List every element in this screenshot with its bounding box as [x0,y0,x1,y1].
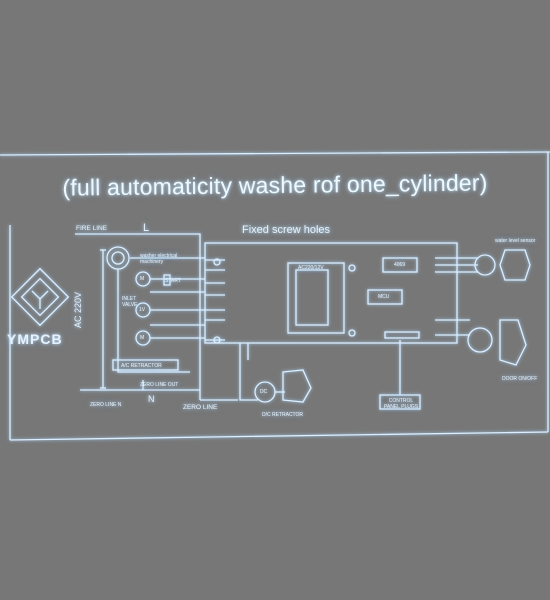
ac-retractor-label: A/C RETRACTOR [121,363,162,369]
chip-4069 [382,257,418,273]
door-on-off-label: DOOR ON/OFF [502,376,538,382]
n-label: N [148,394,155,404]
panel-frame-top [0,151,550,156]
ac-220v-label: AC 220V [73,291,84,329]
brand-name: YMPCB [7,331,63,347]
transformer [287,262,345,334]
chip-mcu [367,289,403,305]
dc-retractor-label: D/C RETRACTOR [262,412,304,418]
capacitor [163,274,171,286]
zero-line-n-label: ZERO LINE N [90,402,122,408]
control-board [204,242,458,344]
washer-motor [106,246,130,270]
washer-machinery-label: washer electrical machinery [140,253,178,265]
mcu-label: MCU [378,294,390,300]
inlet-valve-label: INLET VALVE [122,296,138,308]
water-level-sensor-ring [474,254,496,276]
valve-label: 1V [139,307,146,313]
ac220-12v-label: AC220/12V [298,265,324,271]
door-switch-ring [467,327,493,353]
control-panel-plugs-label: CONTROL PANEL PLUGS [383,398,419,410]
start-label: START [165,278,181,284]
door-switch [499,319,527,366]
control-plug [384,331,420,339]
water-level-sensor-label: water level sensor [495,238,536,244]
panel-frame-bottom [9,431,549,441]
fire-line-wire [75,233,201,400]
fire-line-label: FIRE LINE [76,225,108,232]
zero-line-out-label: ZERO LINE OUT [140,382,179,388]
fixed-screw-holes-label: Fixed screw holes [242,224,331,236]
control-panel-plug [379,394,421,410]
water-level-sensor [499,249,531,281]
m2-label: M [140,335,145,341]
m1-label: M [140,276,145,282]
logo-mark [10,267,70,327]
chip-4069-label: 4069 [394,262,406,268]
l-label: L [143,222,150,234]
zero-line-label: ZERO LINE [183,404,218,411]
dc-label: DC [260,389,268,395]
